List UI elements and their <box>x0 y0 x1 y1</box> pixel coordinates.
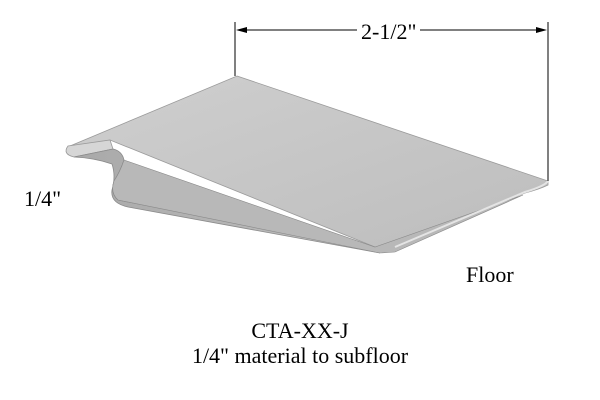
floor-label: Floor <box>466 262 514 287</box>
product-description: 1/4" material to subfloor <box>191 343 409 368</box>
ramp-top-surface <box>66 75 549 250</box>
product-code: CTA-XX-J <box>251 318 349 343</box>
dimension-width-label: 2-1/2" <box>357 21 421 43</box>
ramp-back-edge <box>394 180 549 248</box>
dimension-height-label: 1/4" <box>24 186 62 211</box>
caption: CTA-XX-J 1/4" material to subfloor <box>0 318 600 368</box>
dimension-arrow-right <box>536 27 547 33</box>
dimension-arrow-left <box>236 27 247 33</box>
ramp-underside-face <box>112 159 524 254</box>
